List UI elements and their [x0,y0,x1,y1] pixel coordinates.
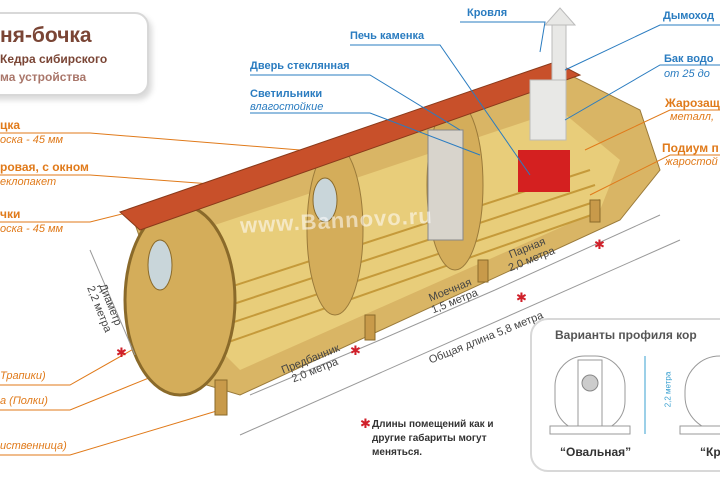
label-door: Дверь стеклянная [250,60,350,72]
profile-height: 2,2 метра [663,371,673,408]
asterisk-icon: ✱ [516,290,527,305]
glass-door [427,129,464,241]
subtitle-2: ма устройства [0,70,87,84]
chimney-cap [543,7,577,26]
label-floor-detail: оска - 45 мм [0,134,64,146]
roof [119,61,582,231]
label-grating: Трапики) [0,370,46,382]
label-podium-detail: жаростой [665,156,718,168]
label-shield-detail: металл, [670,111,715,123]
label-stove: Печь каменка [350,30,425,42]
label-partition-detail: еклопакет [0,176,57,188]
label-roof: Кровля [467,7,508,19]
label-chimney: Дымоход [663,10,715,22]
asterisk-icon: ✱ [116,345,127,360]
label-walls: чки [0,207,21,221]
stove [518,150,570,192]
label-partition: ровая, с окном [0,160,89,174]
profile-round-label: “Кр [700,445,720,459]
title: ня-бочка [0,24,92,47]
asterisk-icon: ✱ [360,416,371,431]
label-tank-detail: от 25 до [664,68,710,80]
label-lights: Светильники [250,88,323,100]
barrel-end [123,203,237,397]
title-box [0,12,149,96]
profile-variants-title: Варианты профиля кор [555,328,697,342]
label-shield: Жарозащ [665,96,720,110]
asterisk-icon: ✱ [350,343,361,358]
window [312,177,338,223]
dimensions-note: Длины помещений как и другие габариты мо… [372,419,494,458]
label-larch: иственница) [0,440,67,452]
label-walls-detail: оска - 45 мм [0,223,64,235]
oval-profile-drawing [549,355,720,435]
chimney [551,24,567,81]
asterisk-icon: ✱ [594,237,605,252]
label-floor: цка [0,118,21,132]
label-podium: Подиум п [662,141,719,155]
profile-oval-label: “Овальная” [560,445,632,459]
water-tank [529,79,567,141]
subtitle: Кедра сибирского [0,52,108,66]
label-tank: Бак водо [664,53,714,65]
label-lights-detail: влагостойкие [250,101,324,113]
label-shelves: а (Полки) [0,395,48,407]
